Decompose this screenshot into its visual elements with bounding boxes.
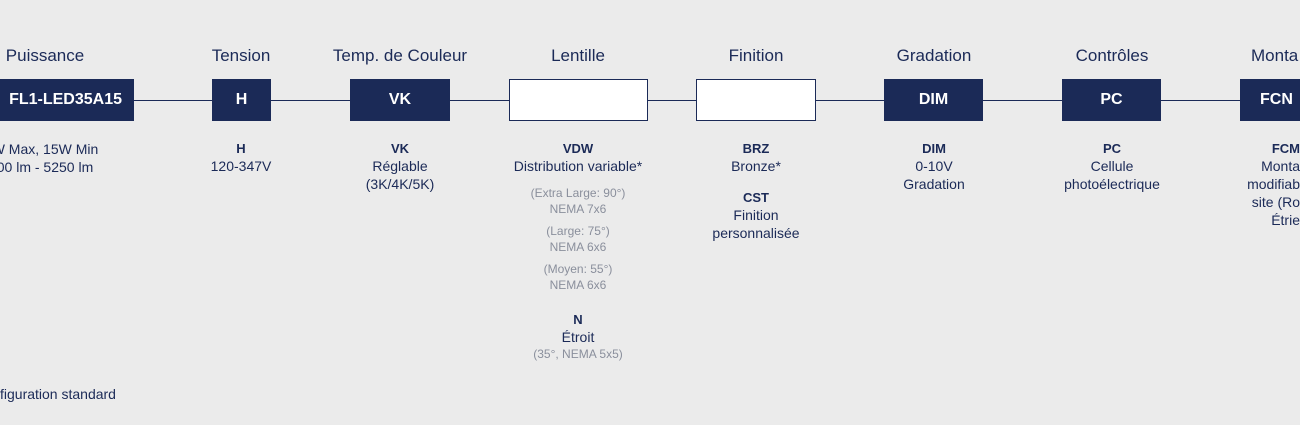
option-item: N Étroit (35°, NEMA 5x5): [468, 311, 688, 362]
option-description: W Max, 15W Min: [0, 141, 99, 157]
option-description: Bronze*: [731, 158, 781, 174]
connector-line: [134, 100, 212, 101]
connector-line: [815, 100, 884, 101]
option-box[interactable]: H: [212, 79, 271, 121]
option-code: BRZ: [742, 141, 770, 156]
option-description: Gradation: [903, 176, 965, 192]
column-header: Lentille: [551, 46, 605, 65]
option-item: W Max, 15W Min 00 lm - 5250 lm: [0, 140, 155, 176]
option-code: FCM: [1271, 141, 1300, 156]
option-description: Étrie: [1271, 212, 1300, 228]
column-header: Gradation: [896, 46, 972, 65]
option-box-empty[interactable]: [696, 79, 816, 121]
option-note: (Large: 75°) NEMA 6x6: [546, 224, 610, 254]
option-box[interactable]: DIM: [884, 79, 983, 121]
column-header: Temp. de Couleur: [332, 46, 468, 65]
option-description: Finition: [733, 207, 779, 223]
option-note: (35°, NEMA 5x5): [533, 347, 623, 361]
option-code: H: [236, 141, 246, 156]
option-description: Monta: [1261, 158, 1300, 174]
option-item: DIM 0-10V Gradation: [824, 140, 1044, 193]
option-item: PC Cellule photoélectrique: [1002, 140, 1222, 193]
option-list: PC Cellule photoélectrique: [1002, 140, 1222, 205]
column-header: Finition: [728, 46, 784, 65]
column-header: Puissance: [5, 46, 85, 65]
option-code: VK: [390, 141, 410, 156]
option-item: CST Finition personnalisée: [646, 189, 866, 242]
option-item: H 120-347V: [131, 140, 351, 175]
connector-line: [270, 100, 350, 101]
column-header: Contrôles: [1075, 46, 1149, 65]
option-list: VK Réglable (3K/4K/5K): [290, 140, 510, 205]
option-item: VK Réglable (3K/4K/5K): [290, 140, 510, 193]
option-description: 120-347V: [210, 158, 272, 174]
option-code: N: [573, 312, 583, 327]
option-box-empty[interactable]: [509, 79, 648, 121]
option-code: DIM: [922, 141, 946, 156]
option-box[interactable]: FCN: [1240, 79, 1300, 121]
connector-line: [1161, 100, 1240, 101]
option-box[interactable]: FL1-LED35A15: [0, 79, 134, 121]
option-description: Étroit: [561, 329, 595, 345]
option-list: H 120-347V: [131, 140, 351, 187]
connector-line: [648, 100, 696, 101]
option-description: 0-10V: [915, 158, 953, 174]
option-box[interactable]: VK: [350, 79, 450, 121]
option-code: VDW: [562, 141, 594, 156]
option-note: (Moyen: 55°) NEMA 6x6: [543, 262, 613, 292]
connector-line: [450, 100, 509, 101]
column-header: Tension: [211, 46, 271, 65]
footnote: figuration standard: [0, 386, 116, 402]
option-code: PC: [1102, 141, 1122, 156]
option-code: CST: [743, 190, 769, 205]
option-description: 00 lm - 5250 lm: [0, 159, 94, 175]
option-box[interactable]: PC: [1062, 79, 1161, 121]
option-description: Réglable: [372, 158, 428, 174]
option-description: personnalisée: [712, 225, 800, 241]
option-note: (Extra Large: 90°) NEMA 7x6: [530, 186, 626, 216]
option-item: BRZ Bronze*: [646, 140, 866, 175]
option-list: VDW Distribution variable* (Extra Large:…: [468, 140, 688, 374]
option-list: BRZ Bronze* CST Finition personnalisée: [646, 140, 866, 254]
connector-line: [983, 100, 1062, 101]
option-list: FCM Monta modifiab site (Ro Étrie: [1220, 140, 1300, 241]
column-header: Monta: [1251, 46, 1299, 65]
option-description: Cellule: [1090, 158, 1134, 174]
option-list: DIM 0-10V Gradation: [824, 140, 1044, 205]
option-item: VDW Distribution variable*: [468, 140, 688, 175]
option-item: FCM Monta modifiab site (Ro Étrie: [1220, 140, 1300, 229]
option-description: modifiab: [1247, 176, 1300, 192]
option-description: site (Ro: [1251, 194, 1300, 210]
option-description: Distribution variable*: [513, 158, 643, 174]
option-list: W Max, 15W Min 00 lm - 5250 lm: [0, 140, 155, 176]
option-description: photoélectrique: [1064, 176, 1160, 192]
option-description: (3K/4K/5K): [365, 176, 435, 192]
column-montage: Monta FCN FCM Monta modifiab site (Ro Ét…: [1220, 0, 1300, 425]
